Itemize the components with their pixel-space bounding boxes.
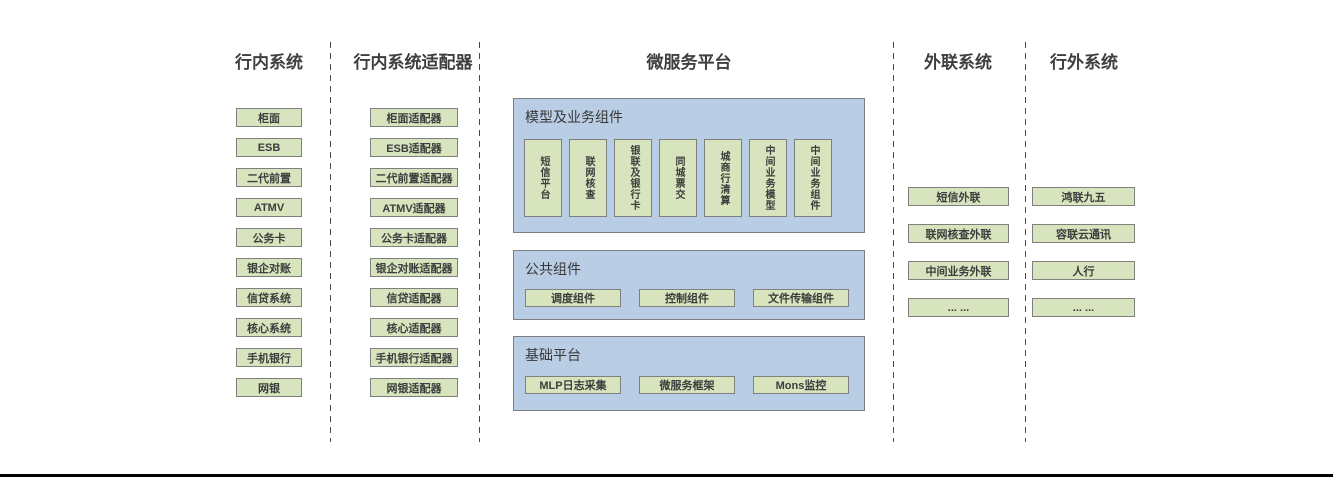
component-box: 联网核查: [569, 139, 607, 217]
system-box: 柜面: [236, 108, 302, 127]
column-divider: [479, 42, 480, 442]
system-box: 人行: [1032, 261, 1135, 280]
system-box: 银企对账: [236, 258, 302, 277]
external-link-systems-column: 短信外联 联网核查外联 中间业务外联 ... ...: [908, 187, 1009, 335]
component-box: 短信平台: [524, 139, 562, 217]
component-box: 控制组件: [639, 289, 735, 307]
system-box: 容联云通讯: [1032, 224, 1135, 243]
system-box: 联网核查外联: [908, 224, 1009, 243]
panel-label: 基础平台: [525, 347, 581, 363]
column-title-internal-adapters: 行内系统适配器: [353, 53, 473, 72]
column-title-microservice-platform: 微服务平台: [646, 53, 732, 72]
system-box: 短信外联: [908, 187, 1009, 206]
internal-adapters-column: 柜面适配器 ESB适配器 二代前置适配器 ATMV适配器 公务卡适配器 银企对账…: [370, 108, 458, 408]
column-divider: [893, 42, 894, 442]
panel-common-components: 公共组件 调度组件 控制组件 文件传输组件: [513, 250, 865, 320]
column-divider: [1025, 42, 1026, 442]
system-box: 核心系统: [236, 318, 302, 337]
component-box: MLP日志采集: [525, 376, 621, 394]
panel-base-platform: 基础平台 MLP日志采集 微服务框架 Mons监控: [513, 336, 865, 411]
component-box: 文件传输组件: [753, 289, 849, 307]
system-box: 公务卡: [236, 228, 302, 247]
panel-label: 公共组件: [525, 261, 581, 277]
component-box: 城商行清算: [704, 139, 742, 217]
adapter-box: ATMV适配器: [370, 198, 458, 217]
system-box: 鸿联九五: [1032, 187, 1135, 206]
column-title-internal-systems: 行内系统: [235, 53, 303, 72]
panel-label: 模型及业务组件: [525, 109, 623, 125]
adapter-box: 二代前置适配器: [370, 168, 458, 187]
column-title-external-systems: 行外系统: [1050, 53, 1118, 72]
component-box: 同城票交: [659, 139, 697, 217]
adapter-box: 核心适配器: [370, 318, 458, 337]
bottom-rule: [0, 474, 1333, 477]
adapter-box: 银企对账适配器: [370, 258, 458, 277]
component-box: 中间业务组件: [794, 139, 832, 217]
system-box: 网银: [236, 378, 302, 397]
adapter-box: 手机银行适配器: [370, 348, 458, 367]
column-title-external-link-systems: 外联系统: [924, 53, 992, 72]
adapter-box: 信贷适配器: [370, 288, 458, 307]
column-divider: [330, 42, 331, 442]
system-box: ESB: [236, 138, 302, 157]
component-box: Mons监控: [753, 376, 849, 394]
external-systems-column: 鸿联九五 容联云通讯 人行 ... ...: [1032, 187, 1135, 335]
internal-systems-column: 柜面 ESB 二代前置 ATMV 公务卡 银企对账 信贷系统 核心系统 手机银行…: [236, 108, 302, 408]
system-box: 手机银行: [236, 348, 302, 367]
component-box: 中间业务模型: [749, 139, 787, 217]
system-box: ATMV: [236, 198, 302, 217]
adapter-box: 柜面适配器: [370, 108, 458, 127]
component-box: 银联及银行卡: [614, 139, 652, 217]
adapter-box: ESB适配器: [370, 138, 458, 157]
system-box: 二代前置: [236, 168, 302, 187]
system-box: ... ...: [908, 298, 1009, 317]
system-box: 中间业务外联: [908, 261, 1009, 280]
adapter-box: 网银适配器: [370, 378, 458, 397]
component-box: 微服务框架: [639, 376, 735, 394]
system-box: 信贷系统: [236, 288, 302, 307]
component-box: 调度组件: [525, 289, 621, 307]
system-box: ... ...: [1032, 298, 1135, 317]
adapter-box: 公务卡适配器: [370, 228, 458, 247]
panel-model-business-components: 模型及业务组件 短信平台 联网核查 银联及银行卡 同城票交 城商行清算 中间业务…: [513, 98, 865, 233]
